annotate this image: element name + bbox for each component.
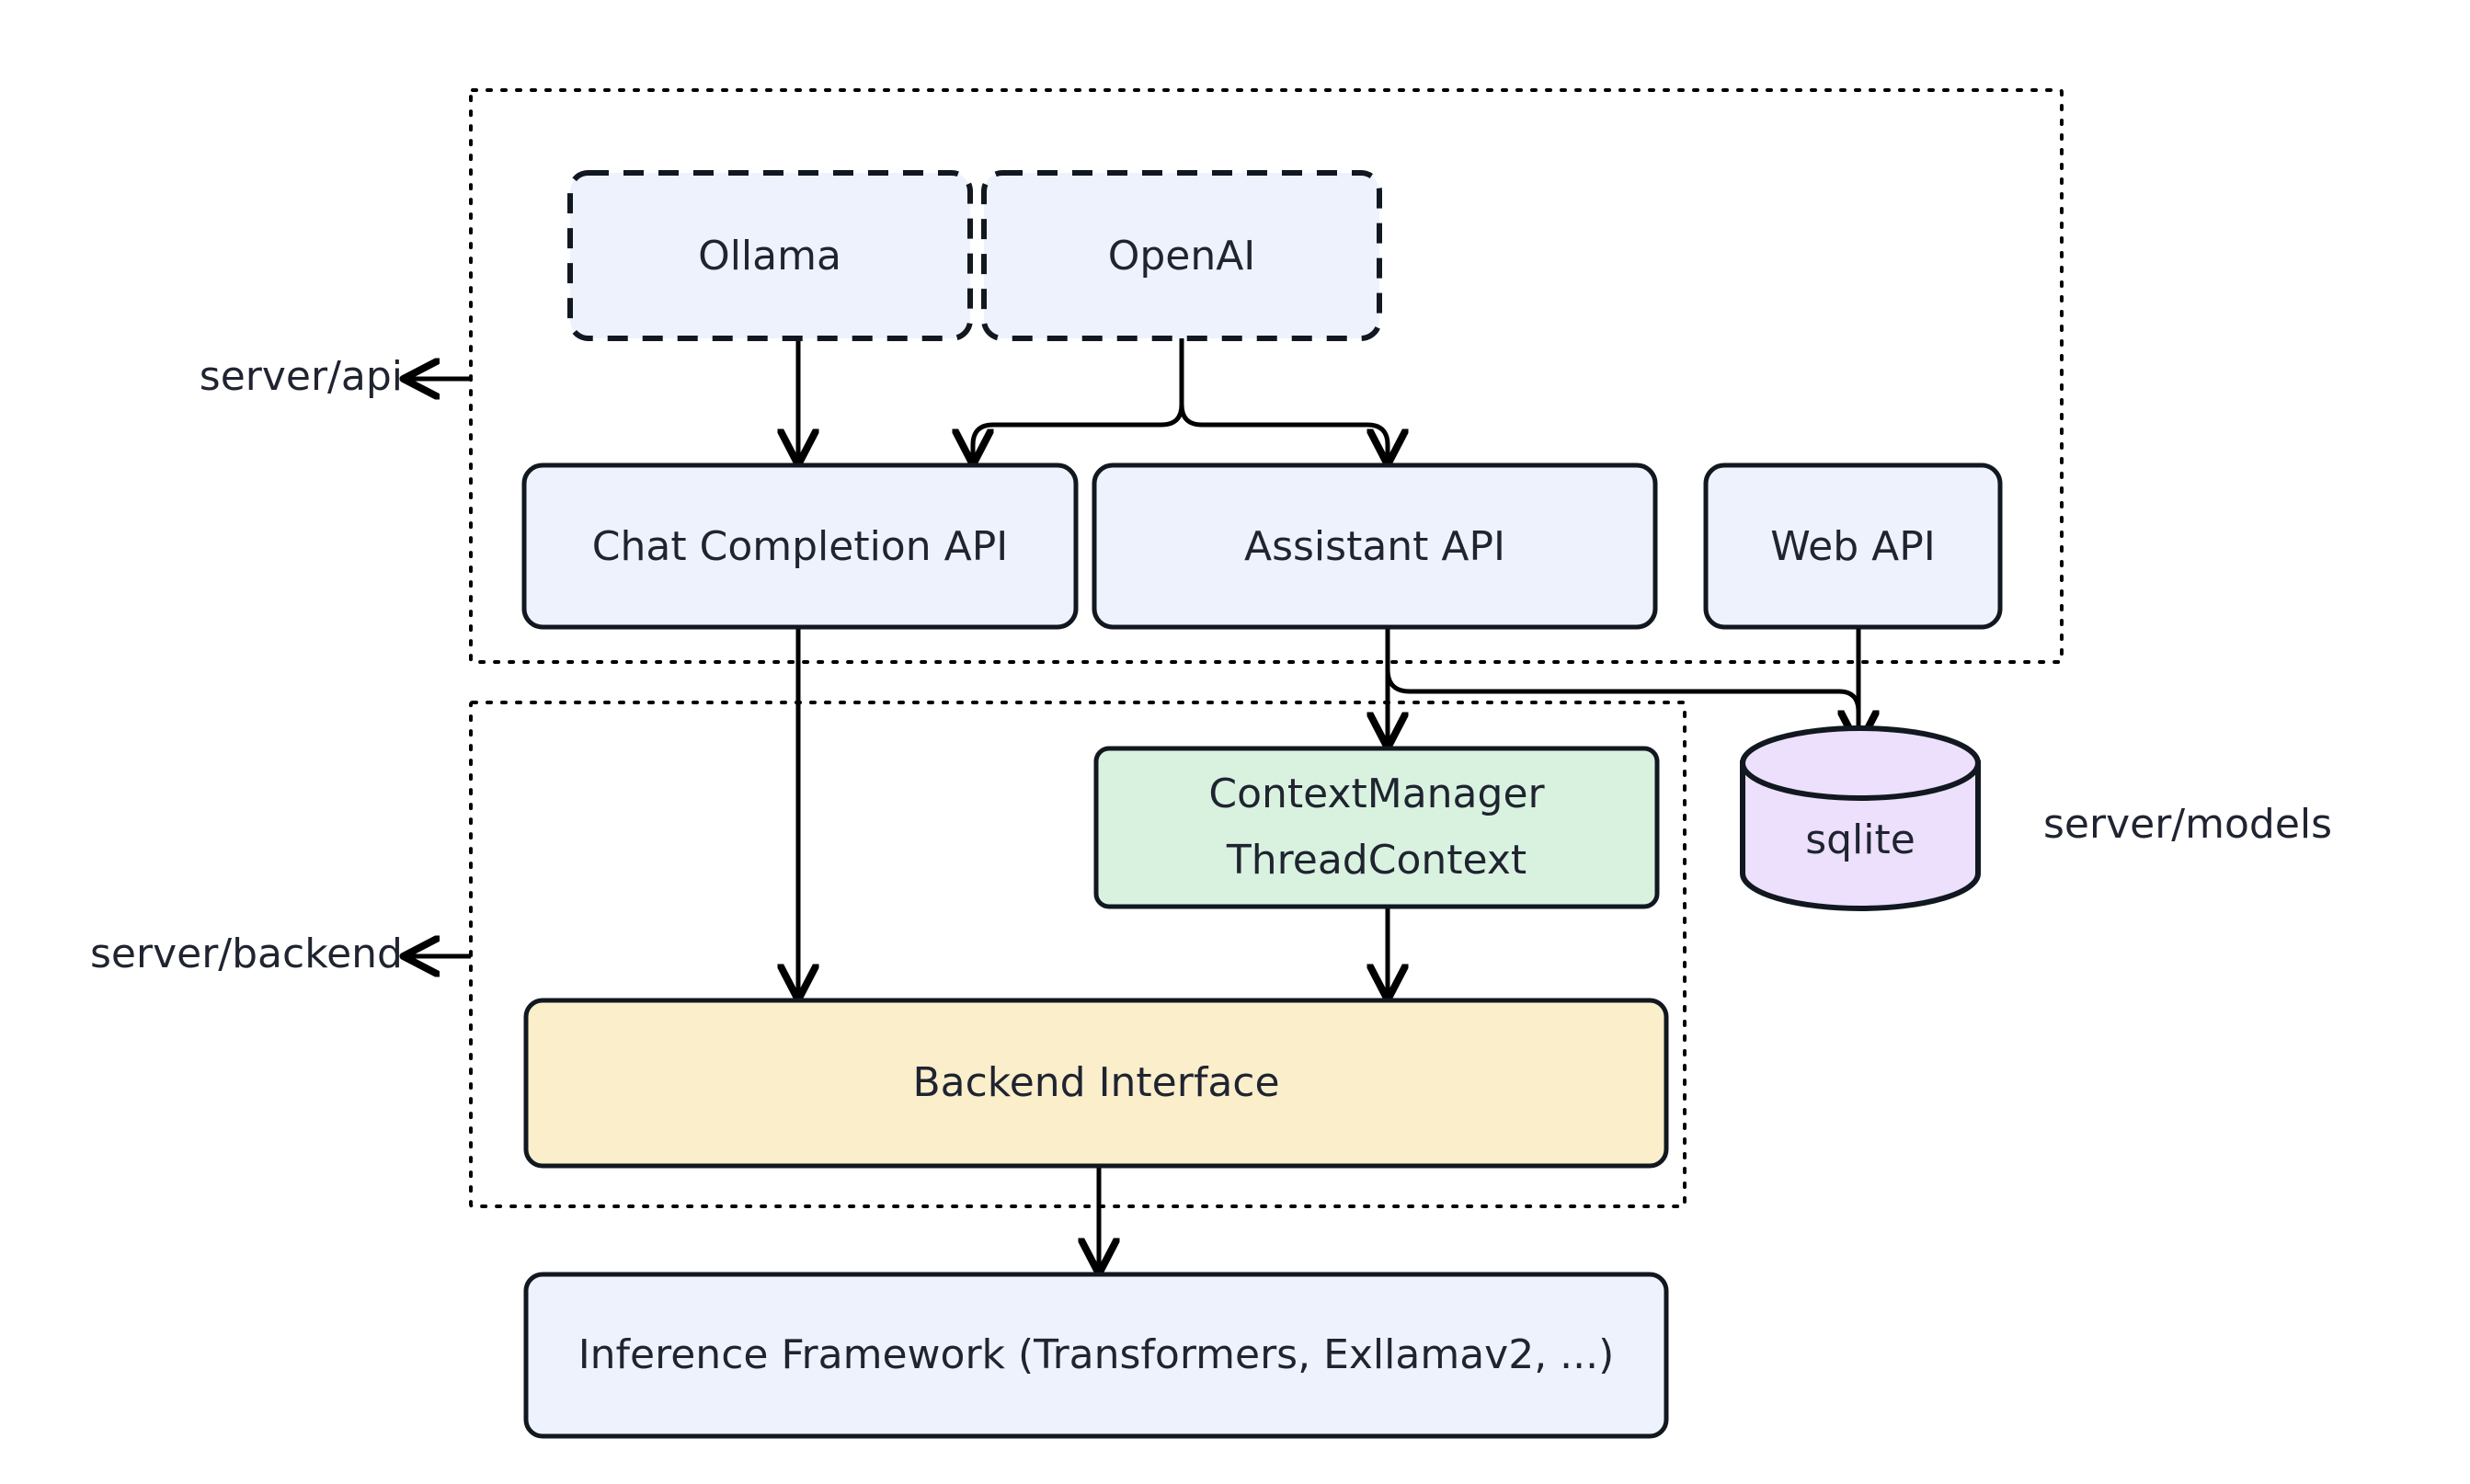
node-sqlite-top-ellipse (1740, 725, 1981, 801)
node-chat-completion-api-box[interactable] (521, 462, 1079, 630)
edge-openai-to-chat-completion-api (973, 338, 1184, 460)
node-backend-interface-label: Backend Interface (912, 1059, 1279, 1106)
node-context-manager[interactable]: ContextManager ThreadContext (1093, 746, 1660, 909)
node-assistant-api[interactable]: Assistant API (1092, 462, 1658, 630)
node-ollama[interactable]: Ollama (567, 170, 973, 341)
node-inference-framework-label: Inference Framework (Transformers, Exlla… (578, 1331, 1615, 1378)
group-container-server-api (469, 88, 2064, 664)
node-openai-label: OpenAI (1108, 233, 1256, 280)
node-web-api[interactable]: Web API (1703, 462, 2003, 630)
node-inference-framework-box[interactable] (523, 1272, 1669, 1439)
node-context-manager-box[interactable] (1093, 746, 1660, 909)
node-chat-completion-api[interactable]: Chat Completion API (521, 462, 1079, 630)
node-context-manager-label-line2: ThreadContext (1226, 837, 1527, 884)
group-label-server-api: server/api (200, 353, 403, 400)
node-context-manager-label-line1: ContextManager (1208, 771, 1545, 817)
group-label-server-models: server/models (2043, 801, 2332, 848)
node-inference-framework[interactable]: Inference Framework (Transformers, Exlla… (523, 1272, 1669, 1439)
node-assistant-api-box[interactable] (1092, 462, 1658, 630)
node-chat-completion-api-label: Chat Completion API (592, 523, 1008, 570)
node-assistant-api-label: Assistant API (1244, 523, 1505, 570)
node-sqlite-label: sqlite (1805, 816, 1915, 863)
node-openai[interactable]: OpenAI (981, 170, 1382, 341)
node-ollama-label: Ollama (698, 233, 841, 280)
node-sqlite-body[interactable] (1740, 760, 1981, 911)
node-ollama-box[interactable] (567, 170, 973, 341)
edge-openai-to-assistant-api (1179, 338, 1388, 460)
edge-assistant-api-to-sqlite (1385, 627, 1858, 741)
node-web-api-label: Web API (1770, 523, 1936, 570)
node-backend-interface-box[interactable] (523, 998, 1669, 1169)
node-backend-interface[interactable]: Backend Interface (523, 998, 1669, 1169)
node-openai-box[interactable] (981, 170, 1382, 341)
node-sqlite[interactable]: sqlite (1740, 725, 1981, 911)
group-label-server-backend: server/backend (90, 930, 403, 977)
node-web-api-box[interactable] (1703, 462, 2003, 630)
